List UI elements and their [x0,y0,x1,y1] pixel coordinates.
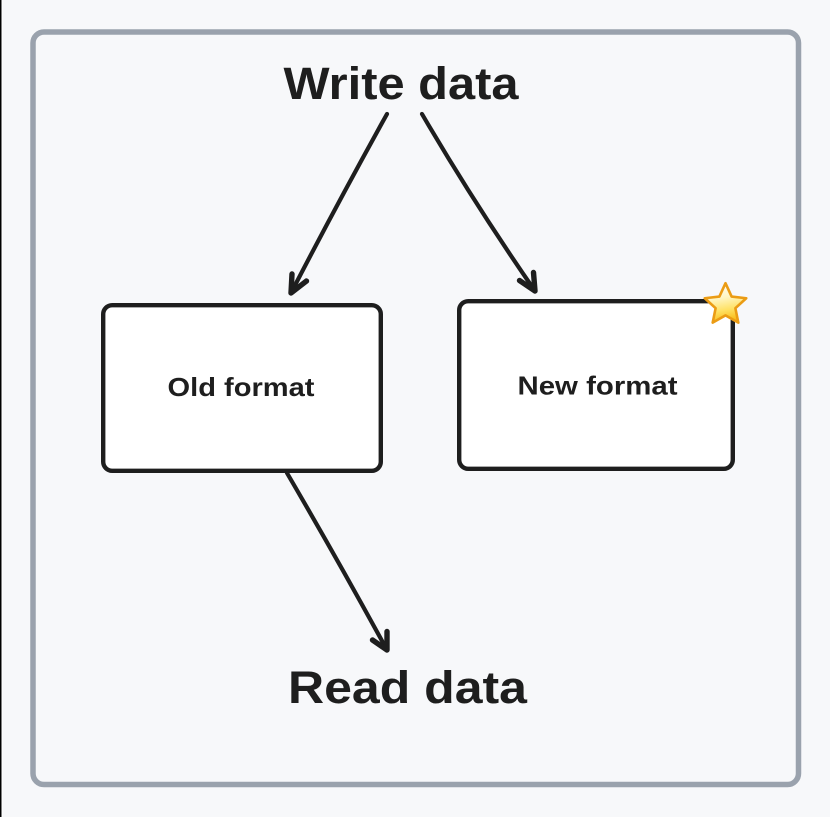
svg-text:Write data: Write data [284,58,520,109]
svg-text:New format: New format [518,371,678,401]
svg-text:Read data: Read data [288,662,528,713]
svg-text:Old format: Old format [168,372,315,402]
